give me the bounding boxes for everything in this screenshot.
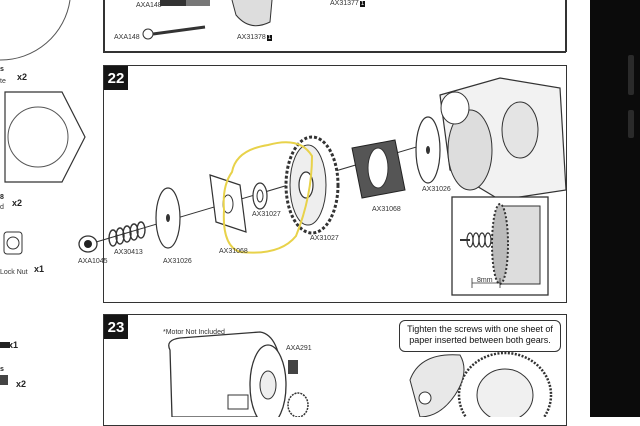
part-marker-icon: 1 [359,1,366,7]
step-number-22: 22 [104,66,128,90]
highlight-circle [222,141,314,254]
quantity-x1: x1 [8,340,19,350]
lock-nut-label: Lock Nut [0,269,28,276]
hex-nut-bore [7,106,69,168]
part-label-ax31027: AX31027 [310,235,339,242]
panel-border [103,0,105,52]
fragment-text: d [0,204,4,211]
screw-drawing-left [142,25,206,40]
instruction-text: Tighten the screws with one sheet of pap… [407,324,553,345]
lock-nut-drawing [3,231,23,255]
instruction-callout: Tighten the screws with one sheet of pap… [399,320,561,352]
screw-drawing-top [160,0,210,6]
step22-exploded-view [78,77,567,254]
small-part-drawing [0,342,10,348]
quantity-x2: x2 [16,379,27,389]
part-label-axa1045: AXA1045 [78,258,108,265]
fragment-text: s [0,66,4,73]
part-marker-icon: 1 [266,35,273,41]
part-label-axa291: AXA291 [286,345,312,352]
part-label-ax31068: AX31068 [372,206,401,213]
step-number-23: 23 [104,315,128,339]
device-side-button [628,55,634,95]
part-label-axa148: AXA148 [114,34,140,41]
part-label-axa148: AXA148 [136,2,162,9]
quantity-x2: x2 [12,198,23,208]
part-label-ax31026: AX31026 [163,258,192,265]
quantity-x1: x1 [34,264,45,274]
dimension-label: 8mm [477,277,493,284]
step22-panel [103,65,567,303]
housing-drawing-top [231,0,273,27]
motor-note: *Motor Not Included [163,329,225,336]
fragment-text: s [0,366,4,373]
device-side-button [628,110,634,138]
fragment-text: te [0,78,6,85]
manual-line-art [0,0,567,417]
part-label-ax31026: AX31026 [422,186,451,193]
partial-disc-outline [0,0,71,61]
small-part-drawing [0,375,8,385]
panel-border [565,0,567,52]
inset-detail [451,196,549,296]
step23-motor-drawing [168,331,309,417]
part-label-ax30413: AX30413 [114,249,143,256]
part-label-ax31068: AX31068 [219,248,248,255]
quantity-x2: x2 [17,72,28,82]
step23-gear-drawing [409,351,553,417]
fragment-text: 8 [0,194,4,201]
panel-border [103,51,566,53]
hex-nut-drawing [4,91,86,183]
part-label-ax31027: AX31027 [252,211,281,218]
